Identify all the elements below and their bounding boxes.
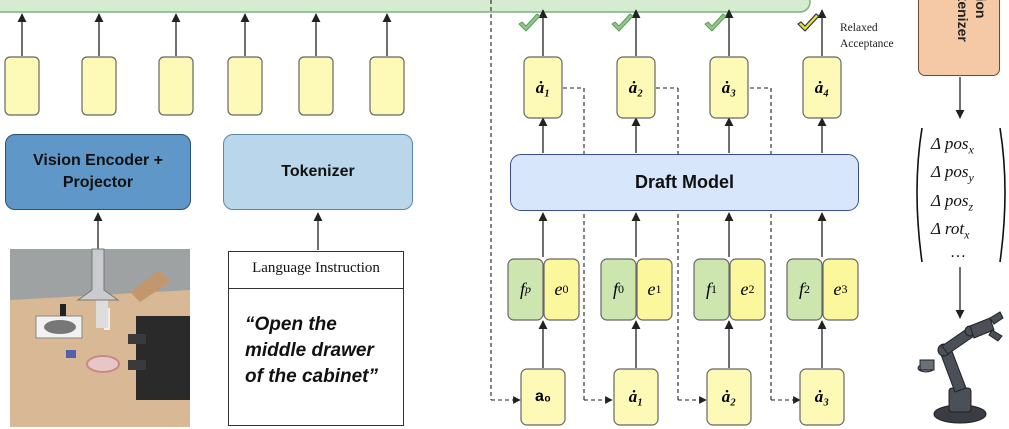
draft-output-label: ȧ₂ bbox=[628, 77, 644, 97]
language-instruction-header: Language Instruction bbox=[252, 260, 380, 276]
feature-e-cell bbox=[636, 258, 673, 321]
token bbox=[298, 56, 334, 116]
vision-encoder-text: Vision Encoder + Projector bbox=[33, 152, 163, 191]
draft-token bbox=[616, 56, 656, 119]
language-instruction-box: Language Instruction “Open the middle dr… bbox=[228, 251, 404, 426]
token bbox=[81, 56, 117, 116]
draft-token bbox=[802, 56, 842, 119]
detok-fragment-1: ction bbox=[973, 0, 989, 19]
action-vector-row: Δ posx bbox=[931, 134, 974, 157]
checkmark-icon bbox=[797, 13, 820, 32]
action-vector-row: Δ posy bbox=[931, 162, 974, 185]
draft-output-label: ȧ₄ bbox=[814, 77, 830, 97]
input-token-label: ȧ₁ bbox=[628, 387, 644, 406]
action-vector-row: Δ rotx bbox=[931, 219, 970, 242]
tokenizer-label: Tokenizer bbox=[223, 134, 413, 210]
kitchen-scene-image bbox=[10, 248, 190, 427]
draft-token bbox=[523, 56, 563, 119]
feature-e-cell bbox=[822, 258, 859, 321]
input-token-label: ȧ₃ bbox=[814, 387, 830, 406]
input-token bbox=[706, 368, 752, 426]
feature-f-cell bbox=[600, 258, 637, 321]
draft-output-label: ȧ₃ bbox=[721, 77, 737, 97]
feature-e-cell bbox=[729, 258, 766, 321]
feature-f-cell bbox=[786, 258, 823, 321]
input-token-label: ȧ₂ bbox=[721, 387, 737, 406]
draft-input-tokens bbox=[520, 368, 845, 426]
action-vector-brackets bbox=[916, 127, 1006, 263]
action-vector-ellipsis: … bbox=[950, 244, 966, 261]
backbone-bar bbox=[0, 0, 811, 13]
relaxed-line1: Relaxed bbox=[840, 22, 878, 34]
instruction-line: middle drawer bbox=[245, 340, 374, 361]
input-tokens bbox=[4, 56, 405, 116]
checkmark-icons bbox=[518, 13, 820, 32]
draft-output-tokens bbox=[523, 56, 842, 119]
relaxed-line2: Acceptance bbox=[840, 38, 894, 50]
checkmark-icon bbox=[518, 13, 541, 32]
detok-fragment-2: okenizer bbox=[955, 0, 971, 42]
tokenizer-text: Tokenizer bbox=[281, 163, 355, 180]
action-vector-row: Δ posz bbox=[931, 191, 974, 214]
instruction-line: of the cabinet” bbox=[245, 366, 379, 387]
relaxed-acceptance-label: Relaxed Acceptance bbox=[840, 20, 894, 52]
token bbox=[227, 56, 263, 116]
input-token bbox=[520, 368, 566, 426]
language-divider bbox=[229, 288, 403, 289]
token bbox=[158, 56, 194, 116]
checkmark-icon bbox=[611, 13, 634, 32]
detokenizer-text: ction okenizer bbox=[955, 0, 989, 71]
draft-token bbox=[709, 56, 749, 119]
column-arrows bbox=[538, 9, 965, 368]
detokenizer-box: ction okenizer bbox=[918, 0, 1000, 76]
input-token-label: a₀ bbox=[534, 388, 552, 405]
token-arrows bbox=[17, 13, 392, 250]
vision-encoder-box bbox=[5, 134, 191, 210]
feature-pairs bbox=[507, 258, 859, 321]
draft-model-label: Draft Model bbox=[510, 154, 859, 211]
draft-output-label: ȧ₁ bbox=[535, 77, 551, 97]
token bbox=[4, 56, 40, 116]
instruction-line: “Open the bbox=[245, 314, 337, 335]
feature-f-cell bbox=[693, 258, 730, 321]
input-token bbox=[613, 368, 659, 426]
robot-arm-icon bbox=[917, 311, 1004, 424]
feature-e-cell bbox=[543, 258, 580, 321]
feature-f-cell bbox=[507, 258, 544, 321]
draft-model-text: Draft Model bbox=[635, 172, 734, 192]
input-token bbox=[799, 368, 845, 426]
tokenizer-box bbox=[223, 134, 413, 210]
token bbox=[369, 56, 405, 116]
dashed-connectors bbox=[490, 0, 801, 404]
draft-model-box bbox=[510, 154, 859, 211]
vision-encoder-label: Vision Encoder + Projector bbox=[5, 134, 191, 210]
checkmark-icon bbox=[704, 13, 727, 32]
